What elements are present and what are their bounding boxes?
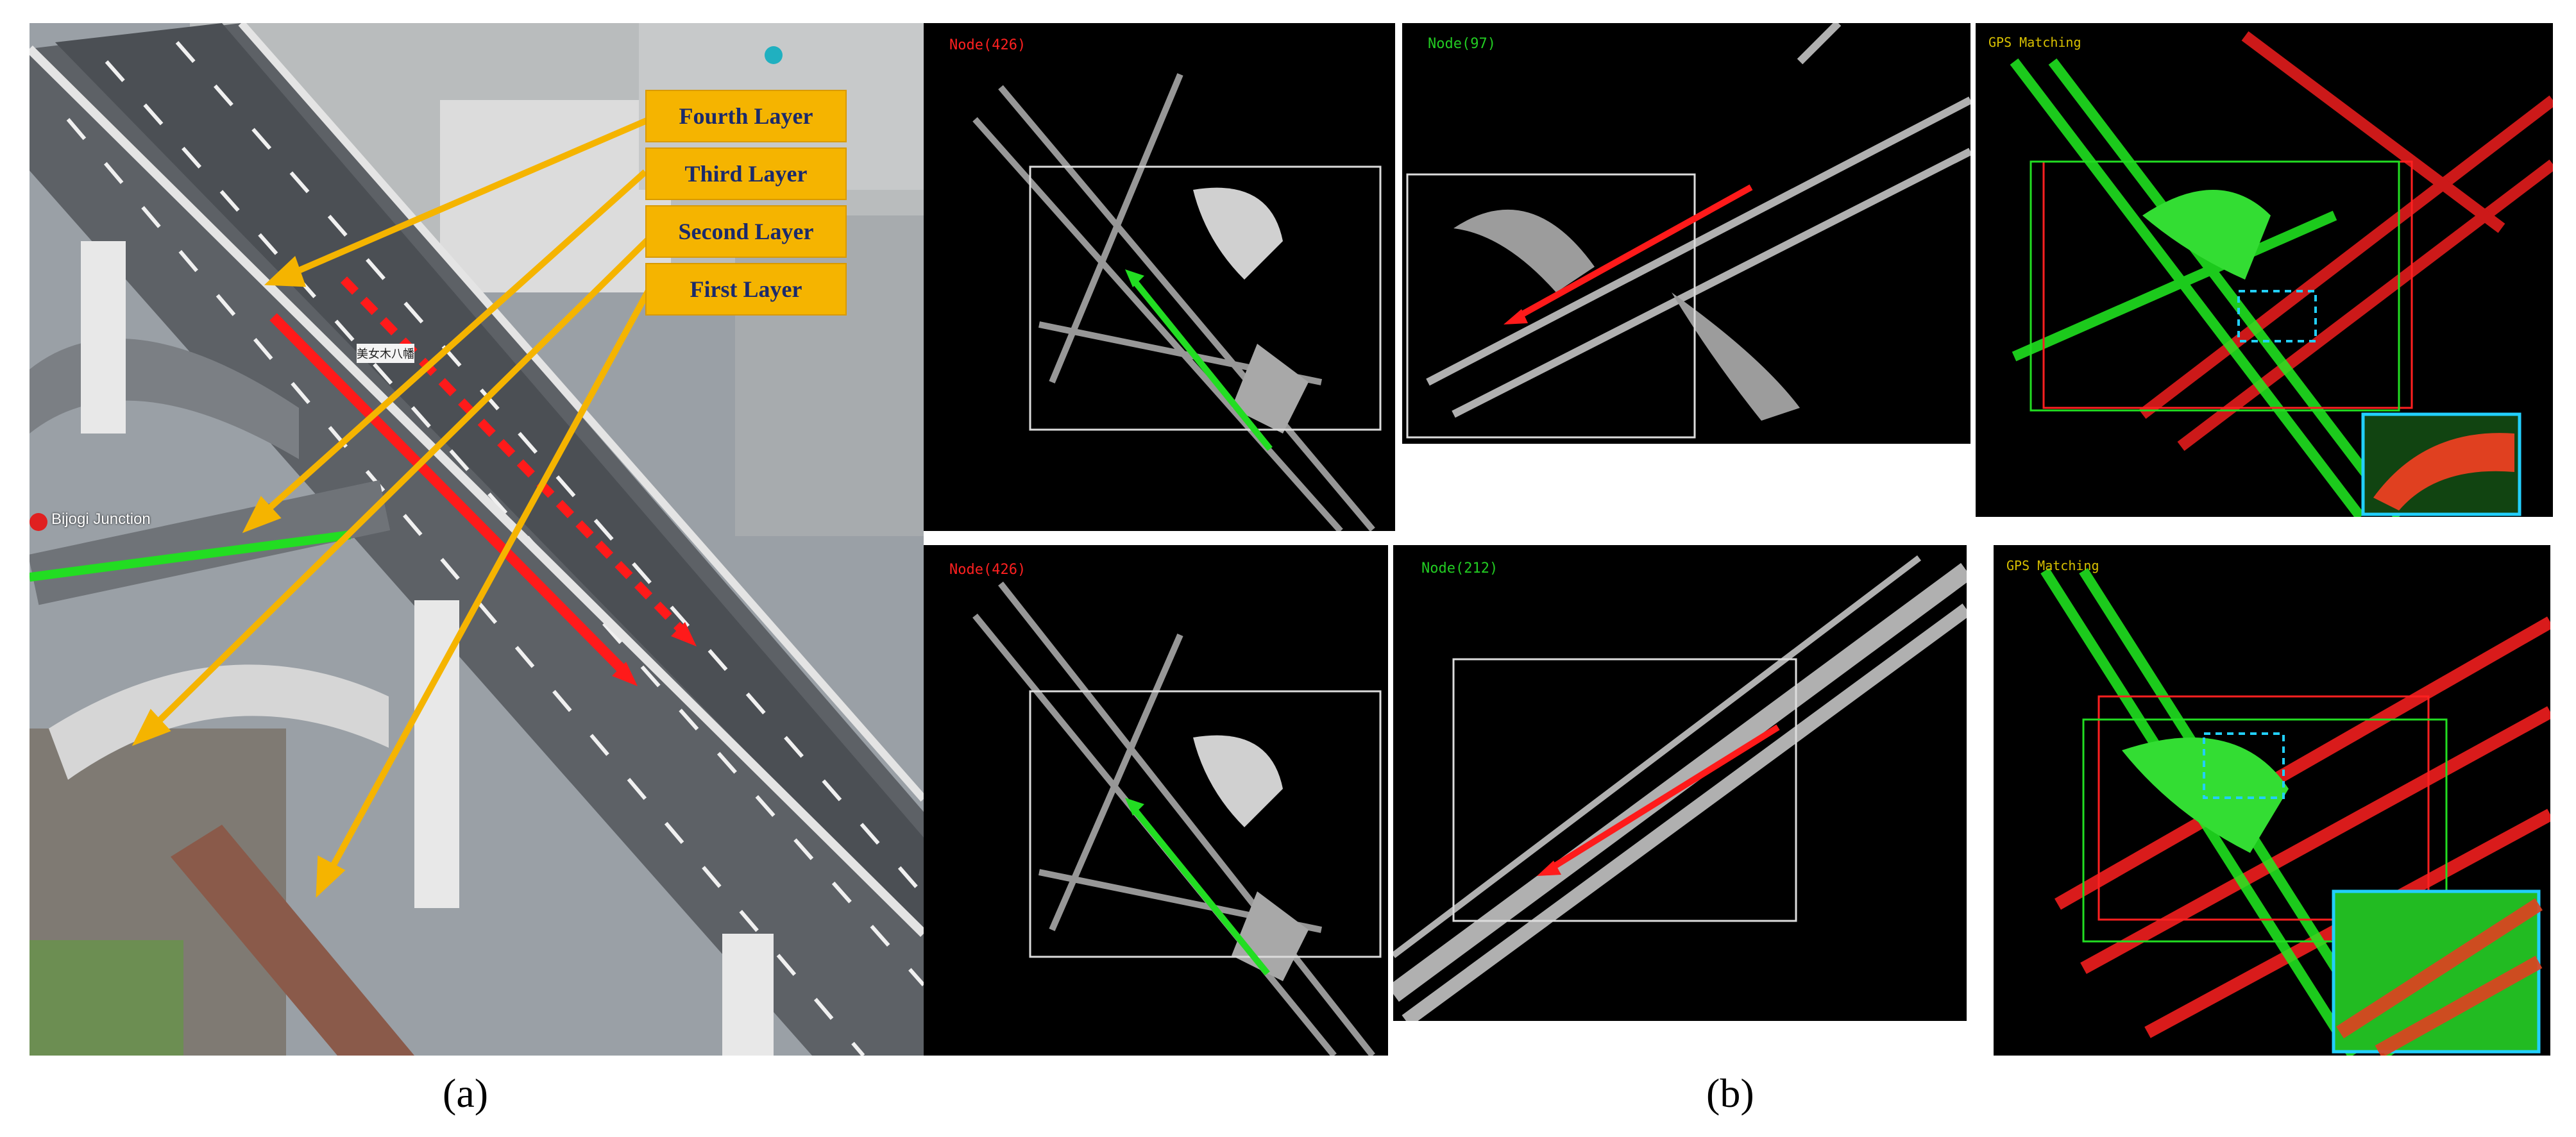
layer-label-second-text: Second Layer [678,219,814,244]
red-solid-arrow [269,313,630,677]
road-sign [357,344,414,363]
layer-label-first-text: First Layer [690,276,802,302]
layer-label-fourth-text: Fourth Layer [679,103,813,129]
layer-arrows [131,110,666,898]
green-path-line [30,530,351,582]
gps-panel-top-right: GPS Matching [1976,23,2553,517]
lidar-pointcloud [972,73,1382,531]
panel-title-top-mid: Node(97) [1428,36,1496,52]
road-sign-text: 美女木八幡 [357,348,414,361]
panel-title-bottom-right: GPS Matching [2006,558,2099,573]
gps-matching-cloud [2010,31,2553,517]
lidar-panel-top-left: Node(426) [924,23,1395,531]
caption-b: (b) [1706,1070,1754,1116]
layer-label-third: Third Layer [645,147,847,200]
junction-label: Bijogi Junction [51,510,151,528]
panel-title-bottom-left: Node(426) [949,562,1026,578]
layer-label-first: First Layer [645,263,847,316]
panel-title-top-left: Node(426) [949,37,1026,53]
red-dotted-arrow [340,276,688,636]
layer-label-third-text: Third Layer [684,161,808,187]
lidar-panel-top-mid: Node(97) [1402,23,1970,444]
lidar-panel-bottom-left: Node(426) [924,545,1388,1056]
panel-title-bottom-mid: Node(212) [1421,560,1498,577]
lidar-pointcloud [1393,555,1967,1021]
gps-panel-bottom-right: GPS Matching [1994,545,2550,1056]
layer-label-fourth: Fourth Layer [645,90,847,142]
panel-title-top-right: GPS Matching [1988,35,2081,50]
lidar-panel-bottom-mid: Node(212) [1393,545,1967,1021]
caption-a: (a) [443,1070,489,1116]
lidar-pointcloud [972,581,1382,1056]
lidar-pointcloud [1406,23,1970,439]
gps-matching-cloud [2040,568,2550,1056]
aerial-photo-panel: 美女木八幡 Bijogi Junction Fourth Layer Third… [30,23,924,1056]
layer-label-second: Second Layer [645,205,847,258]
